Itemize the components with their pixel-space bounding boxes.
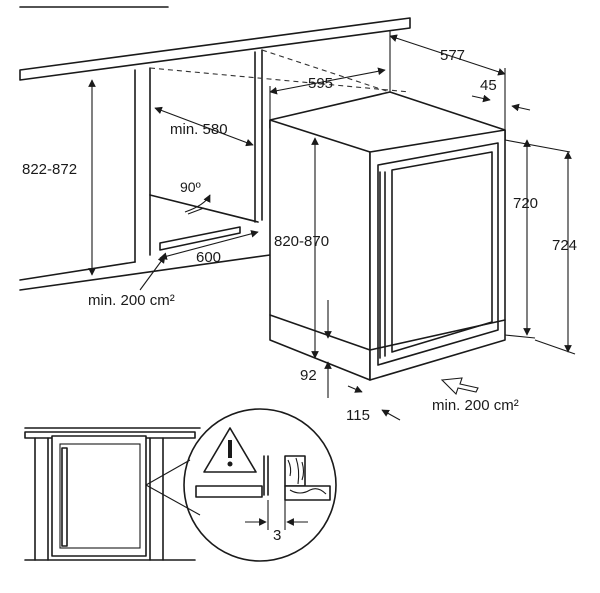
- ext-720-bottom: [504, 334, 536, 339]
- detail-wood-grain: [287, 457, 305, 485]
- floor-line-left: [19, 261, 136, 281]
- dim-600-line: [159, 230, 259, 260]
- label-depth-total: 577: [440, 47, 465, 64]
- label-niche-height: 822-872: [22, 161, 77, 178]
- warning-icon-dot: [227, 461, 233, 467]
- label-plinth-height: 92: [300, 367, 317, 384]
- door-frame: [377, 142, 499, 366]
- dim-595-line: [269, 67, 386, 95]
- callout-line-b: [145, 484, 201, 516]
- cooler-side: [269, 119, 371, 381]
- dim-115-a: [347, 385, 363, 393]
- labels: 577 595 45 min. 580 822-872 90º 600 min.…: [22, 47, 577, 544]
- floor-line-front: [19, 254, 271, 291]
- label-door-angle: 90º: [180, 179, 201, 195]
- label-niche-width: 600: [196, 249, 221, 266]
- callout-line-a: [145, 459, 191, 486]
- detail-cabinet-floor: [284, 485, 331, 501]
- vent-bottom-arrow: [440, 377, 479, 396]
- label-plinth-depth: 115: [346, 407, 370, 424]
- vent-grille: [159, 226, 241, 251]
- plinth-line-side: [269, 314, 371, 351]
- ext-720-top: [504, 139, 571, 153]
- detail-circle: [183, 408, 337, 562]
- dim-45-a: [471, 94, 491, 103]
- detail-appliance-edge: [195, 485, 263, 498]
- label-body-height: 720: [513, 195, 538, 212]
- detail-view: [24, 408, 337, 562]
- detail-glass: [59, 443, 141, 549]
- door-glass: [391, 151, 493, 353]
- label-total-height: 724: [552, 237, 577, 254]
- label-ventilation-bottom: min. 200 cm²: [432, 397, 519, 414]
- dim-580-line: [154, 106, 254, 147]
- detail-handle: [61, 447, 68, 547]
- angle-arc: [184, 194, 211, 213]
- label-ventilation-top: min. 200 cm²: [88, 292, 175, 309]
- label-width: 595: [308, 75, 333, 92]
- dim-45-b: [511, 103, 531, 112]
- warning-icon-mark: [228, 440, 232, 458]
- wine-cooler: [269, 91, 506, 381]
- niche-back-dashed: [149, 67, 411, 93]
- label-door-offset: 45: [480, 77, 497, 94]
- dim-577-line: [389, 34, 506, 76]
- worktop: [19, 17, 411, 81]
- ext-724-bottom: [534, 339, 576, 355]
- angle-tick: [187, 207, 205, 215]
- label-niche-depth: min. 580: [170, 121, 228, 138]
- detail-floor-grain: [289, 488, 327, 495]
- label-cabinet-height: 820-870: [274, 233, 329, 250]
- label-gap: 3: [273, 527, 281, 544]
- dim-115-b: [381, 409, 401, 421]
- vent-top-arrow: [139, 255, 166, 291]
- dimension-lines: [88, 30, 576, 421]
- cooler-front: [369, 129, 506, 381]
